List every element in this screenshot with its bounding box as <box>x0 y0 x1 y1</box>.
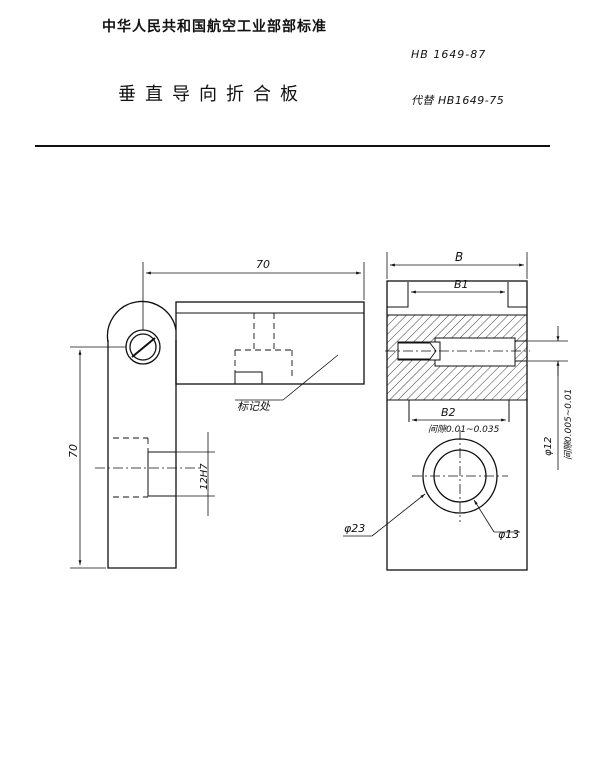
dim-B2: B2 <box>441 406 456 419</box>
dim-phi12: φ12 <box>543 437 554 456</box>
front-view <box>95 300 365 569</box>
clearance-B2: 间隙0.01~0.035 <box>428 424 500 435</box>
dim-bore-fit: 12H7 <box>199 463 210 490</box>
issuing-organization: 中华人民共和国航空工业部部标准 <box>102 19 327 35</box>
dim-B: B <box>455 250 463 264</box>
clearance-phi12: 间隙0.005~0.01 <box>563 389 574 460</box>
replaces-standard: 代替 HB1649-75 <box>411 94 505 107</box>
standard-number: HB 1649-87 <box>411 48 487 61</box>
front-dimensions <box>70 262 365 569</box>
document-title: 垂直导向折合板 <box>118 84 307 105</box>
dim-phi23: φ23 <box>344 522 365 535</box>
dim-B1: B1 <box>454 278 469 291</box>
side-dimensions <box>343 252 568 537</box>
header-rule <box>35 145 550 147</box>
dim-front-width: 70 <box>256 258 270 271</box>
side-view <box>385 280 530 571</box>
dim-front-height: 70 <box>67 444 80 458</box>
marking-label: 标记处 <box>237 400 271 413</box>
dim-phi13: φ13 <box>498 528 519 541</box>
